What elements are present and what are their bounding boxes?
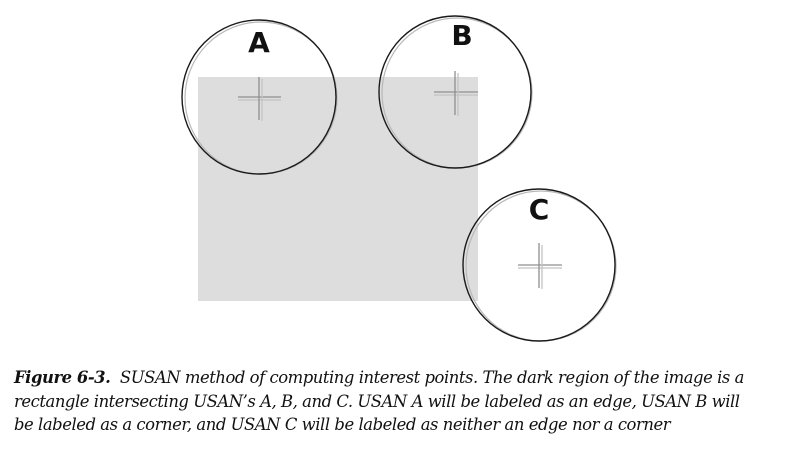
usan-b-crosshair <box>434 71 478 116</box>
figure-caption: Figure 6-3. SUSAN method of computing in… <box>14 366 779 437</box>
caption-figure-number: Figure 6-3. <box>14 368 111 387</box>
dark-rectangle-region <box>198 77 478 301</box>
caption-line-1: Figure 6-3. SUSAN method of computing in… <box>14 366 779 390</box>
usan-a: A <box>181 19 338 175</box>
usan-c-crosshair <box>518 243 562 289</box>
caption-line-2: rectangle intersecting USAN’s A, B, and … <box>14 391 740 411</box>
caption-line-1-text: SUSAN method of computing interest point… <box>119 368 744 387</box>
susan-figure: A B C <box>181 15 617 342</box>
usan-c-circle <box>462 188 616 342</box>
usan-b-circle <box>378 15 532 169</box>
caption-line-3: be labeled as a corner, and USAN C will … <box>14 415 671 434</box>
usan-c-label: C <box>529 193 550 226</box>
usan-c: C <box>462 188 617 342</box>
usan-b-label: B <box>451 19 472 52</box>
usan-a-label: A <box>248 26 270 59</box>
usan-a-crosshair <box>238 77 281 121</box>
usan-a-circle <box>181 19 337 175</box>
usan-b: B <box>378 15 533 169</box>
